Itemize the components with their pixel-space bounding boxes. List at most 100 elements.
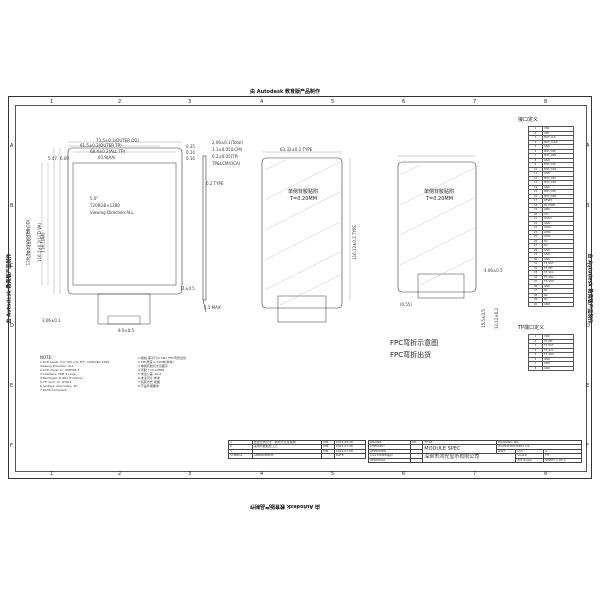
back2-label-cn: 单侧背胶贴附 — [424, 189, 455, 195]
back2-dim-c: 15.5±0.5 — [480, 309, 486, 328]
row-a-left: A — [10, 143, 14, 149]
note-line: 2.LCD driver IC: HX8394-F — [40, 368, 80, 372]
revision-cell: 2021.07.08 — [333, 448, 367, 455]
revision-cell: 更改比例尺寸 · 新增大孔位说明 — [251, 439, 323, 446]
watermark-top: 由 Autodesk 教育版产品制作 — [250, 89, 321, 95]
revision-header-cell: SYMBOL — [228, 453, 253, 459]
side-dim-lcm: 1.1±0.05(LCM) — [212, 147, 243, 152]
front-dim-left-b: 6.09 — [60, 156, 69, 161]
front-dim-left-a: 5.47 — [48, 156, 57, 161]
row-f-left: F — [10, 443, 13, 449]
note-line-right: 2.FPC厚度 0.12MM(参考) — [138, 360, 174, 364]
note-line-right: 8.产品环保要求 — [138, 384, 159, 388]
notes-left: NOTE: 1.LCD panel: 5.0" IPS a-Si TFT, 72… — [40, 356, 109, 392]
back-view-1-outline — [261, 157, 343, 309]
row-b-right: B — [586, 203, 590, 209]
panel-size: 5.0" — [90, 196, 99, 201]
pin-number: 40 — [528, 301, 543, 307]
col-8-bottom: 8 — [544, 471, 548, 477]
tp-table-title: TP端口定义 — [518, 325, 545, 331]
row-f-right: F — [586, 443, 589, 449]
back1-label-t: T=0.20MM — [290, 196, 318, 202]
row-a-right: A — [586, 143, 590, 149]
col-7-bottom: 7 — [473, 471, 477, 477]
note-line: 1.LCD panel: 5.0" IPS a-Si TFT, 720RGB×1… — [40, 360, 110, 364]
side-dim-total: 2.06±0.1(Total) — [212, 140, 244, 145]
back2-dim-b: (0.55) — [400, 302, 413, 307]
front-dim-tp-height: 120.72±0.2(TP) — [26, 226, 32, 259]
side-dim-bottom: 1.5 MAX — [204, 305, 221, 310]
front-dim-fpc-length: 11±0.5 — [180, 286, 195, 291]
row-c-right: C — [586, 263, 590, 269]
side-dim-tp: 0.2±0.05(TP) — [212, 154, 239, 159]
revision-header-cell: AMENDMENT — [251, 453, 323, 459]
front-dim-fpc-offset: 3.06±0.1 — [42, 318, 61, 323]
back2-dim-d: 12.12±0.2 — [494, 307, 500, 330]
front-fpc-tail — [97, 293, 151, 325]
back1-dim-height: 116.12±0.2 TYPE — [351, 225, 357, 260]
note-line: 6.Surface: Anti-Glare, 3H — [40, 384, 78, 388]
note-line: 5.TP: G+F, IC: GT911 — [40, 380, 72, 384]
back-view-2-fpc — [417, 273, 465, 299]
front-active-area — [72, 162, 177, 286]
row-d-left: D — [10, 323, 14, 329]
note-line: 3.Interface: MIPI 4 Lane — [40, 372, 76, 376]
back2-dim-a: 4.06±0.5 — [484, 268, 503, 273]
col-6-top: 6 — [402, 99, 406, 105]
notes-title: NOTE: — [40, 355, 53, 360]
customer-label: CUSTOMER客户 — [368, 453, 411, 459]
drawing-sheet — [8, 96, 592, 479]
col-8-top: 8 — [544, 99, 548, 105]
row-e-right: E — [586, 383, 590, 389]
side-view-body — [202, 155, 207, 301]
back1-label-cn: 单侧背胶贴附 — [288, 189, 319, 195]
note-line-right: 4.背胶 T=0.20MM — [138, 368, 165, 372]
front-dim-right-b: 0.14 — [186, 150, 195, 155]
note-line-right: 1.规格 需平行(2.5M), FPC弯折出货 — [138, 356, 187, 360]
revision-header-cell — [321, 453, 335, 459]
sheet-label: SHEET 1 OF 1 — [543, 457, 582, 464]
revision-header-cell: DATE — [333, 453, 367, 459]
note-line-right: 3.单侧背胶尺寸见图示 — [138, 364, 168, 368]
note-line: Viewing Direction: ALL — [40, 364, 74, 368]
col-4-bottom: 4 — [260, 471, 264, 477]
note-line-right: 5.未注公差 ±0.2 — [138, 372, 162, 376]
front-dim-right-c: 0.16 — [186, 156, 195, 161]
title-block: DRAWN WK TITLE DRAWING NO. CHECKED MODUL… — [368, 439, 582, 464]
col-4-top: 4 — [260, 99, 264, 105]
side-dim-oca: TP&LCM(OCA) — [212, 161, 241, 166]
front-dim-right-a: 0.35 — [186, 144, 195, 149]
panel-viewing: Viewing Direction:ALL — [90, 210, 134, 215]
back2-label-t: T=0.20MM — [426, 196, 454, 202]
front-dim-aa-height: 116.1(AA) — [40, 232, 46, 253]
pin-table-title: 接口定义 — [518, 117, 539, 123]
title-value: MODULE SPEC — [422, 444, 498, 455]
angle-label: 3rd Angle — [515, 457, 545, 464]
note-line-right: 6.未注尺寸 参考 — [138, 376, 160, 380]
tp-pin-signal: GND — [542, 365, 574, 371]
col-5-bottom: 5 — [331, 471, 335, 477]
back-view-1-fpc — [277, 295, 327, 323]
note-line: 7.RoHS compliant — [40, 388, 67, 392]
fpc-bend-caption: FPC弯折示意图 — [390, 339, 439, 347]
back1-dim-width: 63.32±0.2 TYPE — [280, 147, 313, 152]
front-dim-all-tp: 68.4±0.2(ALL TP) — [90, 149, 126, 154]
col-7-top: 7 — [473, 99, 477, 105]
col-6-bottom: 6 — [402, 471, 406, 477]
col-2-top: 2 — [118, 99, 122, 105]
front-dim-fpc-pitch: 9.0±0.5 — [118, 328, 135, 333]
col-3-top: 3 — [188, 99, 192, 105]
row-b-left: B — [10, 203, 14, 209]
col-2-bottom: 2 — [118, 471, 122, 477]
side-note: 0.2 TYPE — [206, 181, 224, 186]
customer-approval: APPROVAL — [368, 457, 411, 464]
row-c-left: C — [10, 263, 14, 269]
inner-frame — [15, 105, 587, 472]
